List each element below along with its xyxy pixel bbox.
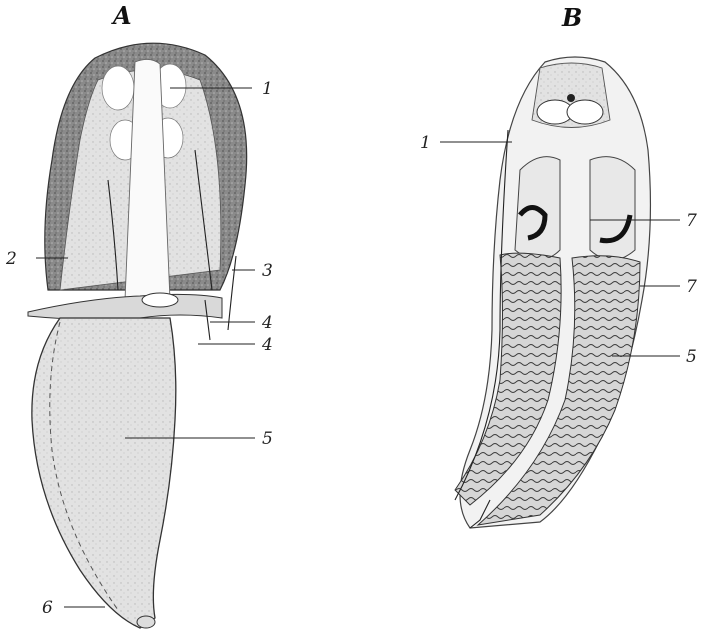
figure-b-label-1: 1 — [420, 133, 431, 153]
figure-a-label-4b: 4 — [261, 335, 273, 355]
figure-a-tip — [137, 616, 155, 628]
figure-a-label-4a: 4 — [261, 313, 273, 333]
figure-a-vessel-band — [28, 294, 222, 319]
figure-a-label-1: 1 — [262, 79, 273, 99]
figure-a: A 1 2 3 4 4 5 — [5, 1, 273, 628]
figure-a-label-3: 3 — [262, 261, 273, 281]
figure-a-label-2: 2 — [5, 249, 17, 269]
figure-a-lobe-left — [102, 66, 134, 110]
figure-a-vessel-opening — [142, 293, 178, 307]
figure-a-title: A — [111, 1, 132, 30]
figure-b: B 1 7 7 5 — [420, 3, 697, 528]
figure-b-lobe-right — [567, 100, 603, 124]
figure-b-label-7b: 7 — [686, 277, 697, 297]
figure-a-sac — [32, 318, 176, 628]
figure-a-label-6: 6 — [42, 598, 53, 618]
figure-b-label-5: 5 — [686, 347, 697, 367]
figure-b-mouth — [567, 94, 575, 102]
figure-a-label-5: 5 — [262, 429, 273, 449]
figure-b-label-7a: 7 — [686, 211, 697, 231]
figure-b-title: B — [561, 3, 582, 32]
figure-b-chamber-right — [590, 157, 635, 260]
